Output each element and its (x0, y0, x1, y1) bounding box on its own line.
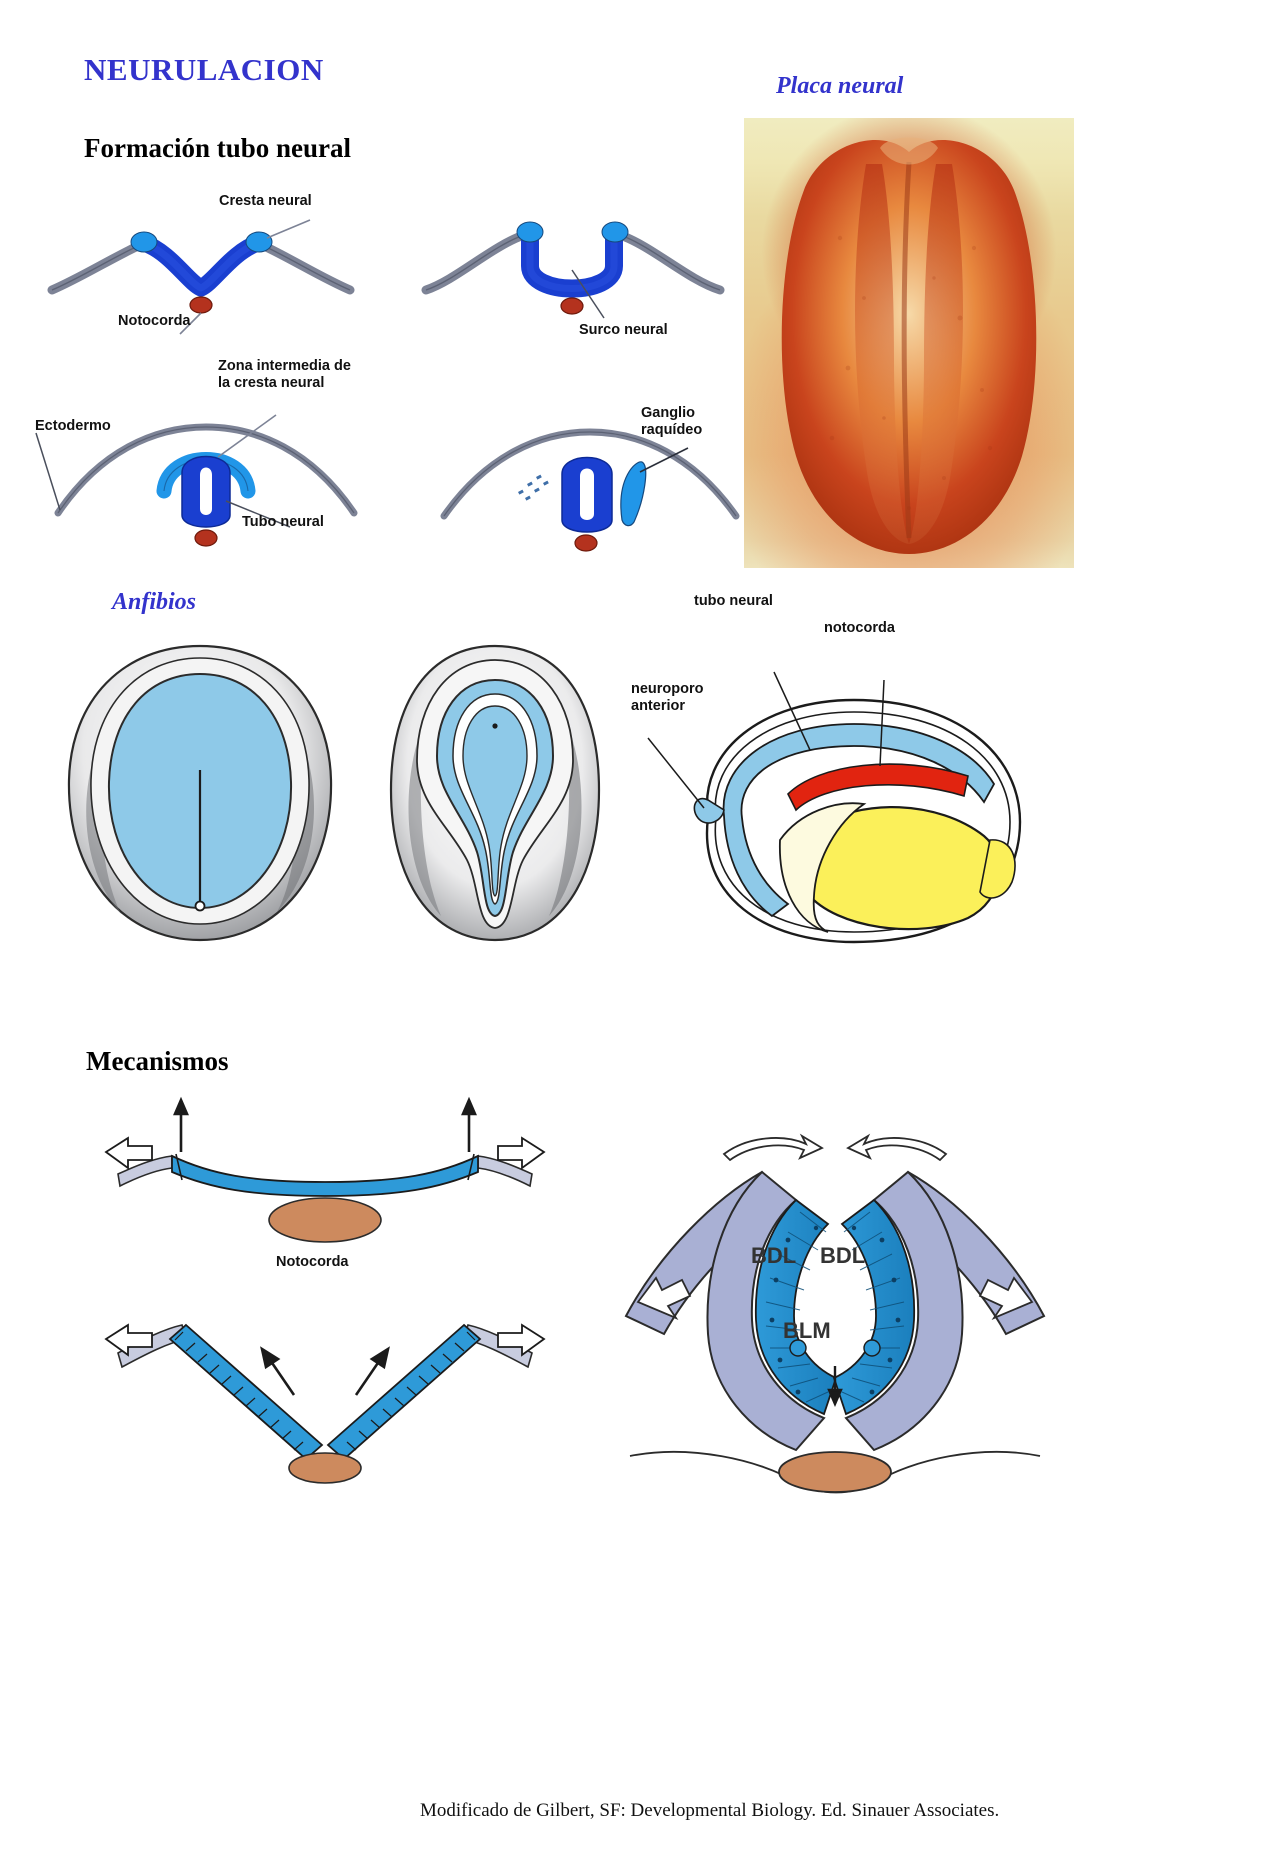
label-surco-neural: Surco neural (579, 322, 668, 338)
neural-plate-photograph (744, 118, 1074, 568)
label-tubo-neural-amphibian: tubo neural (694, 593, 773, 609)
diagram-amphibian-neural-plate (55, 640, 345, 950)
diagram-stage2-neural-groove (420, 208, 730, 323)
label-zona-intermedia: Zona intermedia de la cresta neural (218, 358, 351, 392)
footer-credit: Modificado de Gilbert, SF: Developmental… (420, 1800, 1000, 1821)
label-bdl-left: BDL (751, 1243, 797, 1268)
label-cresta-neural: Cresta neural (219, 193, 312, 209)
label-notocorda-amphibian: notocorda (824, 620, 895, 636)
section-heading-mechanisms: Mecanismos (86, 1046, 229, 1076)
label-ectodermo: Ectodermo (35, 418, 111, 434)
diagram-stage3-neural-tube (30, 405, 400, 547)
diagram-mechanism-wedging (90, 1295, 560, 1485)
label-neuroporo-anterior: neuroporo anterior (631, 681, 704, 715)
label-notocorda-mechanism: Notocorda (276, 1254, 349, 1270)
label-blm: BLM (783, 1318, 831, 1343)
diagram-mechanism-flat-plate (90, 1096, 560, 1250)
label-ganglio-raquideo: Ganglio raquídeo (641, 405, 703, 439)
diagram-amphibian-sagittal-section (647, 671, 1038, 950)
page-title: NEURULACION (84, 52, 324, 87)
diagram-amphibian-neural-folds (385, 640, 605, 950)
section-heading-tube-formation: Formación tubo neural (84, 133, 351, 163)
label-notocorda-stage1: Notocorda (118, 313, 191, 329)
section-heading-neural-plate: Placa neural (776, 73, 904, 99)
diagram-mechanism-bdl-blm (620, 1120, 1050, 1500)
diagram-stage1-neural-plate (40, 210, 360, 335)
diagram-stage4-spinal-ganglion (430, 408, 760, 552)
label-bdl-right: BDL (820, 1243, 866, 1268)
section-heading-amphibians: Anfibios (112, 589, 197, 615)
label-tubo-neural: Tubo neural (242, 514, 324, 530)
